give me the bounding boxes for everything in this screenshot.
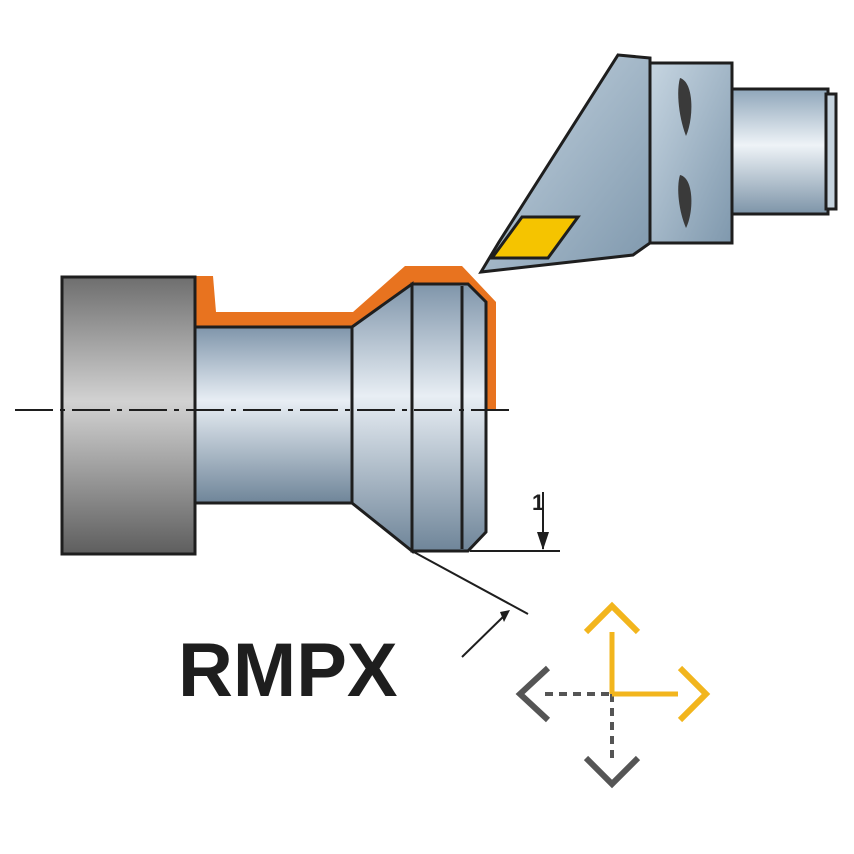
holder-shank <box>728 87 830 216</box>
label-pointer-line <box>461 613 507 658</box>
depth-tick-label: 1 <box>532 490 544 515</box>
clamp-screw-top <box>678 78 692 136</box>
workpiece-shaft <box>193 325 354 505</box>
holder-shank-end <box>824 92 838 211</box>
right-chevron <box>677 665 711 723</box>
direction-indicator <box>515 601 711 789</box>
clamp-screw-bottom <box>678 175 692 228</box>
workpiece-head <box>410 282 488 553</box>
angle-leader-line <box>411 550 529 615</box>
depth-arrow-head <box>537 532 549 550</box>
label-pointer-head <box>500 610 510 622</box>
up-chevron <box>583 601 641 635</box>
down-chevron <box>583 755 641 789</box>
cutting-insert <box>489 215 581 260</box>
left-chevron <box>515 665 551 723</box>
chuck <box>60 275 197 556</box>
holder-clamp-block <box>648 61 734 245</box>
workpiece-taper <box>350 281 414 555</box>
method-label: RMPX <box>178 628 398 713</box>
